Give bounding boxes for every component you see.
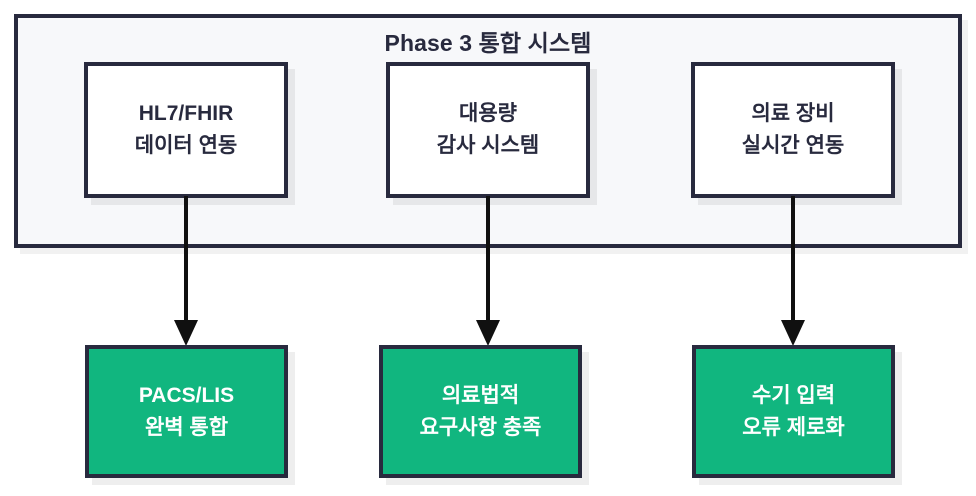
result-node-pacs-lis[interactable]: PACS/LIS 완벽 통합: [85, 345, 288, 478]
source-node-hl7-fhir-line1: HL7/FHIR: [138, 102, 234, 126]
result-node-manual-entry[interactable]: 수기 입력 오류 제로화: [692, 345, 895, 478]
result-node-legal-line2: 요구사항 충족: [419, 415, 542, 439]
result-node-pacs-lis-line1: PACS/LIS: [138, 383, 235, 407]
source-node-device[interactable]: 의료 장비 실시간 연동: [691, 62, 895, 198]
source-node-device-line1: 의료 장비: [751, 102, 835, 126]
source-node-audit-line2: 감사 시스템: [436, 134, 540, 157]
source-node-audit[interactable]: 대용량 감사 시스템: [386, 62, 590, 198]
source-node-audit-line1: 대용량: [459, 102, 517, 126]
source-node-hl7-fhir[interactable]: HL7/FHIR 데이터 연동: [84, 62, 288, 198]
result-node-legal-line1: 의료법적: [441, 383, 520, 407]
source-node-device-line2: 실시간 연동: [741, 134, 845, 157]
source-node-hl7-fhir-line2: 데이터 연동: [134, 134, 238, 157]
phase-container-title: Phase 3 통합 시스템: [384, 30, 592, 56]
result-node-pacs-lis-line2: 완벽 통합: [144, 415, 229, 439]
result-node-manual-entry-line1: 수기 입력: [751, 383, 836, 407]
result-node-legal[interactable]: 의료법적 요구사항 충족: [379, 345, 582, 478]
result-node-manual-entry-line2: 오류 제로화: [742, 415, 845, 439]
